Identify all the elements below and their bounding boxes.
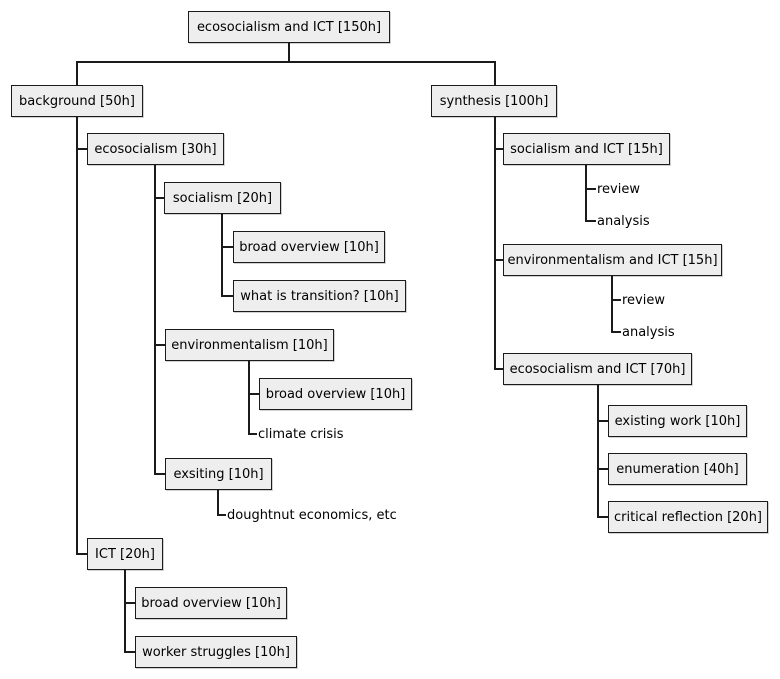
leaf-socialism-and-ict-review: review [597, 182, 640, 197]
node-exsiting: exsiting [10h] [165, 458, 272, 490]
leaf-climate-crisis: climate crisis [258, 427, 344, 442]
connector-line [611, 276, 613, 333]
node-socialism: socialism [20h] [164, 182, 281, 214]
node-root: ecosocialism and ICT [150h] [188, 11, 390, 43]
node-environmentalism-broad-overview: broad overview [10h] [259, 378, 412, 410]
connector-line [154, 344, 165, 346]
connector-line [154, 473, 165, 475]
leaf-environmentalism-and-ict-review: review [622, 293, 665, 308]
connector-line [597, 516, 608, 518]
node-socialism-broad-overview: broad overview [10h] [233, 231, 385, 263]
leaf-doughtnut-economics: doughtnut economics, etc [227, 508, 397, 523]
connector-line [288, 43, 290, 61]
connector-line [221, 246, 233, 248]
connector-line [76, 553, 87, 555]
connector-line [154, 197, 164, 199]
connector-line [124, 651, 135, 653]
node-socialism-and-ict: socialism and ICT [15h] [503, 133, 670, 165]
node-environmentalism: environmentalism [10h] [165, 329, 334, 361]
connector-line [217, 490, 219, 516]
node-existing-work: existing work [10h] [608, 405, 747, 437]
node-critical-reflection: critical reflection [20h] [608, 501, 768, 533]
connector-line [494, 148, 503, 150]
connector-line [76, 148, 87, 150]
connector-line [76, 61, 496, 63]
connector-line [494, 117, 496, 370]
connector-line [124, 602, 135, 604]
connector-line [494, 61, 496, 85]
node-ecosocialism-and-ict: ecosocialism and ICT [70h] [503, 353, 692, 385]
node-what-is-transition: what is transition? [10h] [233, 280, 406, 312]
connector-line [248, 361, 250, 435]
connector-line [217, 514, 226, 516]
connector-line [221, 214, 223, 297]
connector-line [221, 295, 233, 297]
leaf-environmentalism-and-ict-analysis: analysis [622, 325, 675, 340]
connector-line [248, 433, 257, 435]
connector-line [585, 165, 587, 222]
connector-line [124, 570, 126, 653]
node-synthesis: synthesis [100h] [431, 85, 557, 117]
connector-line [597, 468, 608, 470]
connector-line [611, 299, 621, 301]
connector-line [585, 188, 596, 190]
connector-line [154, 165, 156, 475]
connector-line [248, 393, 259, 395]
connector-line [494, 259, 503, 261]
connector-line [611, 331, 621, 333]
node-ict: ICT [20h] [87, 538, 163, 570]
node-background: background [50h] [11, 85, 143, 117]
node-worker-struggles: worker struggles [10h] [135, 636, 297, 668]
connector-line [76, 61, 78, 85]
node-environmentalism-and-ict: environmentalism and ICT [15h] [503, 244, 722, 276]
node-enumeration: enumeration [40h] [608, 453, 747, 485]
connector-line [597, 420, 608, 422]
connector-line [585, 220, 596, 222]
node-ecosocialism: ecosocialism [30h] [87, 133, 224, 165]
leaf-socialism-and-ict-analysis: analysis [597, 214, 650, 229]
connector-line [597, 385, 599, 518]
node-ict-broad-overview: broad overview [10h] [135, 587, 287, 619]
connector-line [494, 368, 503, 370]
connector-line [76, 117, 78, 555]
